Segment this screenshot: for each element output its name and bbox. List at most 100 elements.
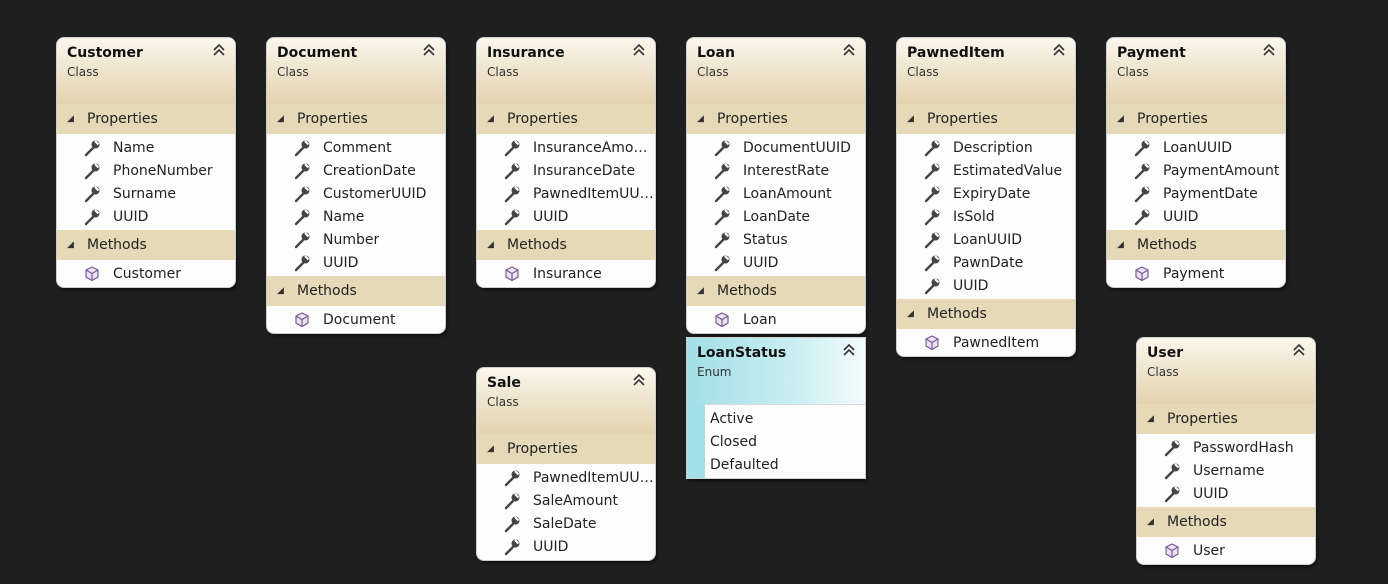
properties-section-header[interactable]: ◢Properties (477, 434, 655, 464)
collapse-triangle-icon[interactable]: ◢ (907, 114, 914, 124)
property-row[interactable]: DocumentUUID (687, 136, 865, 159)
class-header[interactable]: Payment Class (1107, 38, 1285, 104)
property-row[interactable]: Surname (57, 182, 235, 205)
class-header[interactable]: Sale Class (477, 368, 655, 434)
property-row[interactable]: PasswordHash (1137, 436, 1315, 459)
collapse-triangle-icon[interactable]: ◢ (1147, 517, 1154, 527)
collapse-triangle-icon[interactable]: ◢ (1147, 414, 1154, 424)
property-row[interactable]: InsuranceDate (477, 159, 655, 182)
properties-section-header[interactable]: ◢Properties (477, 104, 655, 134)
property-row[interactable]: UUID (1137, 482, 1315, 505)
property-row[interactable]: LoanUUID (897, 228, 1075, 251)
methods-section-header[interactable]: ◢Methods (897, 299, 1075, 329)
properties-section-header[interactable]: ◢Properties (57, 104, 235, 134)
method-row[interactable]: Document (267, 308, 445, 331)
property-row[interactable]: ExpiryDate (897, 182, 1075, 205)
collapse-triangle-icon[interactable]: ◢ (907, 309, 914, 319)
collapse-triangle-icon[interactable]: ◢ (487, 240, 494, 250)
property-row[interactable]: PawnedItemUU… (477, 466, 655, 489)
enum-value[interactable]: Closed (710, 433, 758, 450)
class-header[interactable]: Insurance Class (477, 38, 655, 104)
property-row[interactable]: InsuranceAmou… (477, 136, 655, 159)
collapse-triangle-icon[interactable]: ◢ (697, 286, 704, 296)
property-row[interactable]: IsSold (897, 205, 1075, 228)
class-shape-loan[interactable]: Loan Class ◢Properties DocumentUUID Inte… (687, 38, 865, 333)
properties-section-header[interactable]: ◢Properties (687, 104, 865, 134)
class-header[interactable]: Document Class (267, 38, 445, 104)
double-chevron-up-icon[interactable] (632, 373, 646, 387)
collapse-triangle-icon[interactable]: ◢ (277, 286, 284, 296)
property-row[interactable]: InterestRate (687, 159, 865, 182)
property-row[interactable]: Name (267, 205, 445, 228)
property-row[interactable]: UUID (267, 251, 445, 274)
methods-section-header[interactable]: ◢Methods (57, 230, 235, 260)
collapse-triangle-icon[interactable]: ◢ (277, 114, 284, 124)
collapse-triangle-icon[interactable]: ◢ (1117, 114, 1124, 124)
class-shape-insurance[interactable]: Insurance Class ◢Properties InsuranceAmo… (477, 38, 655, 287)
class-header[interactable]: PawnedItem Class (897, 38, 1075, 104)
class-shape-sale[interactable]: Sale Class ◢Properties PawnedItemUU… Sal… (477, 368, 655, 560)
collapse-triangle-icon[interactable]: ◢ (67, 240, 74, 250)
class-shape-document[interactable]: Document Class ◢Properties Comment Creat… (267, 38, 445, 333)
double-chevron-up-icon[interactable] (1262, 43, 1276, 57)
enum-shape-loanstatus[interactable]: LoanStatus Enum Active Closed Defaulted (687, 338, 865, 478)
property-row[interactable]: Comment (267, 136, 445, 159)
method-row[interactable]: User (1137, 539, 1315, 562)
property-row[interactable]: Number (267, 228, 445, 251)
property-row[interactable]: PaymentDate (1107, 182, 1285, 205)
property-row[interactable]: SaleAmount (477, 489, 655, 512)
method-row[interactable]: Payment (1107, 262, 1285, 285)
collapse-triangle-icon[interactable]: ◢ (67, 114, 74, 124)
property-row[interactable]: PhoneNumber (57, 159, 235, 182)
property-row[interactable]: LoanDate (687, 205, 865, 228)
property-row[interactable]: PawnedItemUU… (477, 182, 655, 205)
method-row[interactable]: Insurance (477, 262, 655, 285)
class-shape-payment[interactable]: Payment Class ◢Properties LoanUUID Payme… (1107, 38, 1285, 287)
methods-section-header[interactable]: ◢Methods (267, 276, 445, 306)
property-row[interactable]: SaleDate (477, 512, 655, 535)
property-row[interactable]: UUID (477, 205, 655, 228)
double-chevron-up-icon[interactable] (1292, 343, 1306, 357)
property-row[interactable]: Status (687, 228, 865, 251)
properties-section-header[interactable]: ◢Properties (267, 104, 445, 134)
enum-header[interactable]: LoanStatus Enum (687, 338, 865, 404)
collapse-triangle-icon[interactable]: ◢ (487, 444, 494, 454)
property-row[interactable]: PawnDate (897, 251, 1075, 274)
enum-value[interactable]: Defaulted (710, 456, 779, 473)
property-row[interactable]: LoanUUID (1107, 136, 1285, 159)
enum-value[interactable]: Active (710, 410, 754, 427)
double-chevron-up-icon[interactable] (212, 43, 226, 57)
collapse-triangle-icon[interactable]: ◢ (487, 114, 494, 124)
methods-section-header[interactable]: ◢Methods (1107, 230, 1285, 260)
property-row[interactable]: Name (57, 136, 235, 159)
methods-section-header[interactable]: ◢Methods (687, 276, 865, 306)
methods-section-header[interactable]: ◢Methods (477, 230, 655, 260)
collapse-triangle-icon[interactable]: ◢ (697, 114, 704, 124)
property-row[interactable]: PaymentAmount (1107, 159, 1285, 182)
double-chevron-up-icon[interactable] (422, 43, 436, 57)
collapse-triangle-icon[interactable]: ◢ (1117, 240, 1124, 250)
method-row[interactable]: PawnedItem (897, 331, 1075, 354)
property-row[interactable]: UUID (1107, 205, 1285, 228)
double-chevron-up-icon[interactable] (842, 43, 856, 57)
property-row[interactable]: Username (1137, 459, 1315, 482)
property-row[interactable]: UUID (897, 274, 1075, 297)
double-chevron-up-icon[interactable] (632, 43, 646, 57)
class-header[interactable]: User Class (1137, 338, 1315, 404)
property-row[interactable]: UUID (57, 205, 235, 228)
class-shape-customer[interactable]: Customer Class ◢Properties Name PhoneNum… (57, 38, 235, 287)
property-row[interactable]: EstimatedValue (897, 159, 1075, 182)
method-row[interactable]: Loan (687, 308, 865, 331)
property-row[interactable]: UUID (477, 535, 655, 558)
properties-section-header[interactable]: ◢Properties (1137, 404, 1315, 434)
property-row[interactable]: CreationDate (267, 159, 445, 182)
class-header[interactable]: Customer Class (57, 38, 235, 104)
method-row[interactable]: Customer (57, 262, 235, 285)
class-shape-pawneditem[interactable]: PawnedItem Class ◢Properties Description… (897, 38, 1075, 356)
property-row[interactable]: LoanAmount (687, 182, 865, 205)
properties-section-header[interactable]: ◢Properties (1107, 104, 1285, 134)
double-chevron-up-icon[interactable] (1052, 43, 1066, 57)
property-row[interactable]: Description (897, 136, 1075, 159)
property-row[interactable]: CustomerUUID (267, 182, 445, 205)
property-row[interactable]: UUID (687, 251, 865, 274)
